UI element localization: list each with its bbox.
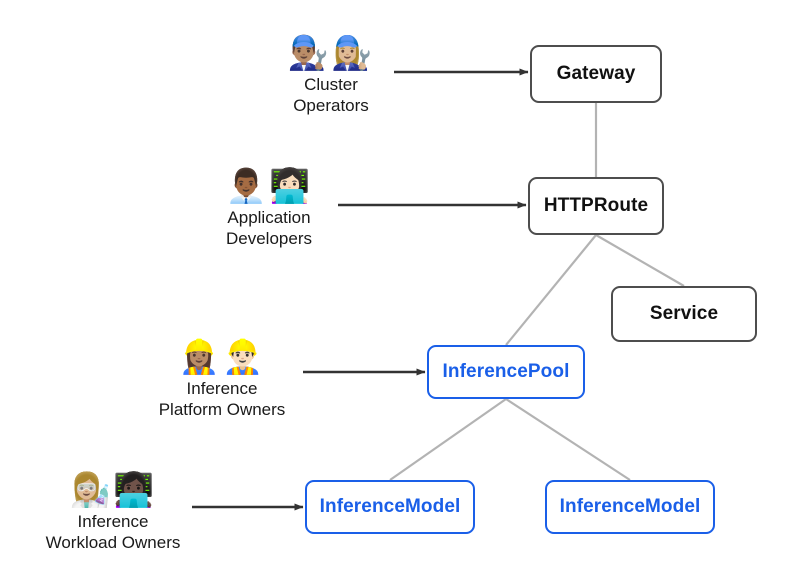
- actor-label-line1: Cluster: [304, 75, 358, 94]
- actor-arrows: [192, 68, 529, 511]
- actor-label-line1: Inference: [186, 379, 258, 398]
- connector-inferencepool-to-inferencemodel-right: [505, 398, 631, 481]
- node-service[interactable]: Service: [611, 286, 757, 342]
- scientist-technologist-icon: 👩🏼‍🔬👩🏿‍💻: [69, 470, 157, 509]
- actor-label-line2: Platform Owners: [158, 400, 286, 419]
- connector-httproute-to-inferencepool: [505, 234, 597, 346]
- node-connectors: [389, 103, 685, 481]
- actor-label-line2: Developers: [226, 229, 312, 248]
- node-httproute[interactable]: HTTPRoute: [528, 177, 664, 235]
- actor-label-line1: Application: [227, 208, 311, 227]
- connector-inferencepool-to-inferencemodel-left: [389, 398, 507, 481]
- node-inferencemodel-left[interactable]: InferenceModel: [305, 480, 475, 534]
- actor-label-line2: Workload Owners: [45, 533, 181, 552]
- office-worker-technologist-icon: 👨🏾‍💼👩🏻‍💻: [225, 166, 313, 205]
- construction-worker-people-icon: 👷🏽‍♀️👷🏻‍♂️: [178, 337, 266, 376]
- connector-httproute-to-service: [595, 234, 685, 287]
- node-inferencemodel-right[interactable]: InferenceModel: [545, 480, 715, 534]
- actor-label-line1: Inference: [77, 512, 149, 531]
- node-gateway[interactable]: Gateway: [530, 45, 662, 103]
- actor-label-line2: Operators: [293, 96, 369, 115]
- mechanic-people-icon: 👨🏽‍🔧👩🏼‍🔧: [287, 33, 375, 72]
- node-inferencepool[interactable]: InferencePool: [427, 345, 585, 399]
